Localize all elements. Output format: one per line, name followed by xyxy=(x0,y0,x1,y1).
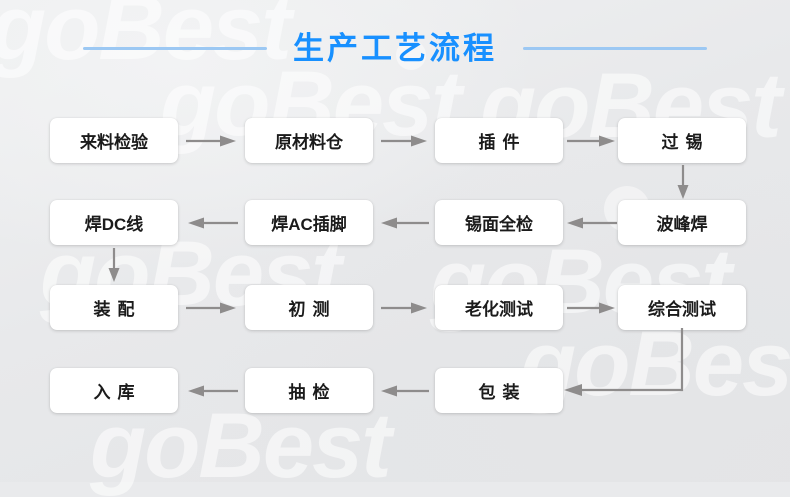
flow-node-1-1[interactable]: 来料检验 xyxy=(50,118,178,163)
arrow-right-icon xyxy=(567,301,617,314)
arrow-left-icon xyxy=(188,216,238,229)
flow-node-4-2[interactable]: 抽检 xyxy=(245,368,373,413)
arrow-right-icon xyxy=(381,134,429,147)
arrow-right-icon xyxy=(186,134,238,147)
flow-node-3-1[interactable]: 装配 xyxy=(50,285,178,330)
title-rule-right-decoration xyxy=(523,47,707,50)
arrow-down-icon xyxy=(107,248,120,284)
flow-node-3-3[interactable]: 老化测试 xyxy=(435,285,563,330)
flow-node-1-4[interactable]: 过锡 xyxy=(618,118,746,163)
arrow-left-icon xyxy=(381,216,429,229)
title-rule-left-decoration xyxy=(83,47,267,50)
arrow-left-icon xyxy=(188,384,238,397)
flow-node-1-2[interactable]: 原材料仓 xyxy=(245,118,373,163)
watermark-dot xyxy=(396,40,426,70)
flow-node-3-4[interactable]: 综合测试 xyxy=(618,285,746,330)
flow-node-4-1[interactable]: 入库 xyxy=(50,368,178,413)
arrow-right-icon xyxy=(381,301,429,314)
watermark-text: goBest xyxy=(520,313,790,415)
watermark-text: goBest xyxy=(90,395,392,497)
flow-node-3-2[interactable]: 初测 xyxy=(245,285,373,330)
watermark-text: goBest xyxy=(0,0,292,79)
flow-node-2-2[interactable]: 焊AC插脚 xyxy=(245,200,373,245)
arrow-left-icon xyxy=(567,216,617,229)
arrow-right-icon xyxy=(567,134,617,147)
flow-node-2-4[interactable]: 波峰焊 xyxy=(618,200,746,245)
page-title: 生产工艺流程 xyxy=(0,33,790,64)
flow-node-2-3[interactable]: 锡面全检 xyxy=(435,200,563,245)
connector-elbow-down-left-icon xyxy=(560,328,696,398)
flow-node-1-3[interactable]: 插件 xyxy=(435,118,563,163)
arrow-right-icon xyxy=(186,301,238,314)
flow-node-4-3[interactable]: 包装 xyxy=(435,368,563,413)
arrow-left-icon xyxy=(381,384,429,397)
page-title-text: 生产工艺流程 xyxy=(293,31,497,66)
flow-node-2-1[interactable]: 焊DC线 xyxy=(50,200,178,245)
arrow-down-icon xyxy=(676,165,689,201)
